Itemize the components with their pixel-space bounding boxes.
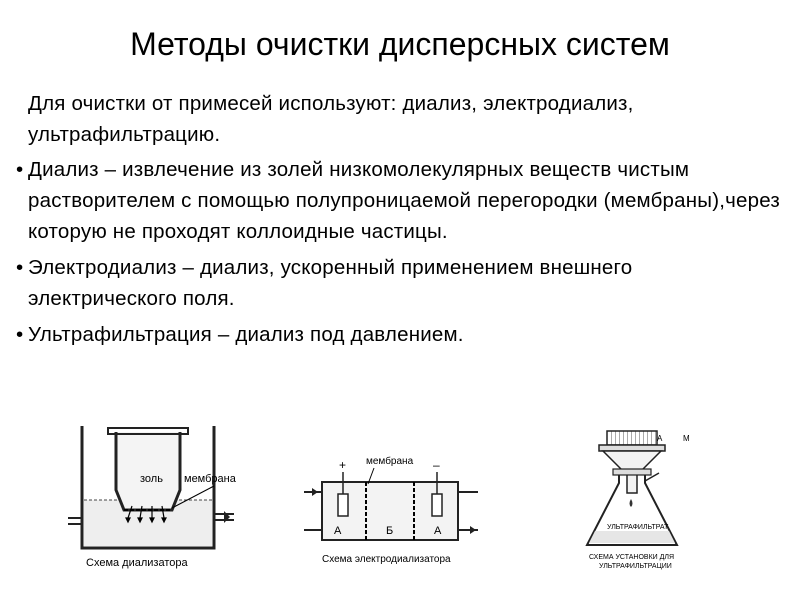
ultrafiltration-filtrate-label: УЛЬТРАФИЛЬТРАТ (607, 524, 669, 531)
electrodialyzer-plus: + (339, 458, 346, 472)
dialyzer-diagram: золь мембрана Схема диализатора (68, 426, 237, 569)
dialyzer-membrane-label: мембрана (184, 473, 237, 485)
bullet-ultrafiltration-text: Ультрафильтрация – диализ под давлением. (28, 323, 464, 346)
bullet-ultrafiltration: • Ультрафильтрация – диализ под давление… (16, 319, 780, 350)
bullet-dot: • (16, 158, 24, 181)
electrodialyzer-membrane-label: мембрана (366, 455, 414, 467)
ultrafiltration-caption-line2: УЛЬТРАФИЛЬТРАЦИИ (599, 563, 672, 570)
electrodialyzer-cell-a-right: А (434, 525, 442, 537)
electrodialyzer-cell-a-left: А (334, 525, 342, 537)
bullet-electrodialysis: • Электродиализ – диализ, ускоренный при… (16, 252, 780, 314)
dialyzer-caption: Схема диализатора (86, 557, 188, 569)
dialyzer-sol-label: золь (140, 473, 163, 485)
slide-body: Для очистки от примесей используют: диал… (16, 88, 780, 355)
ultrafiltration-m-label: М (683, 434, 690, 443)
electrodialyzer-caption: Схема электродиализатора (322, 554, 451, 565)
ultrafiltration-caption-line1: СХЕМА УСТАНОВКИ ДЛЯ (589, 554, 674, 561)
ultrafiltration-figure: А М УЛЬТРАФИЛЬТРАТ СХЕМА УСТАНОВКИ ДЛЯ У… (563, 425, 729, 573)
ultrafiltration-a-label: А (657, 434, 663, 443)
bullet-dot: • (16, 256, 24, 279)
electrodialyzer-minus: – (433, 458, 440, 472)
intro-paragraph: Для очистки от примесей используют: диал… (28, 92, 634, 146)
ultrafiltration-diagram: А М УЛЬТРАФИЛЬТРАТ СХЕМА УСТАНОВКИ ДЛЯ У… (585, 430, 690, 570)
dialyzer-figure: золь мембрана Схема диализатора (64, 418, 244, 573)
electrodialyzer-cell-b: Б (386, 525, 393, 537)
bullet-electrodialysis-text: Электродиализ – диализ, ускоренный приме… (28, 256, 633, 310)
bullet-dialysis-text: Диализ – извлечение из золей низкомолеку… (28, 158, 780, 243)
electrodialyzer-figure: + – мембрана А Б А Схема электродиализат… (294, 452, 490, 570)
electrodialyzer-diagram: + – мембрана А Б А Схема электродиализат… (304, 455, 478, 565)
bullet-dot: • (16, 323, 24, 346)
bullet-dialysis: • Диализ – извлечение из золей низкомоле… (16, 154, 780, 247)
slide-title: Методы очистки дисперсных систем (130, 26, 670, 62)
